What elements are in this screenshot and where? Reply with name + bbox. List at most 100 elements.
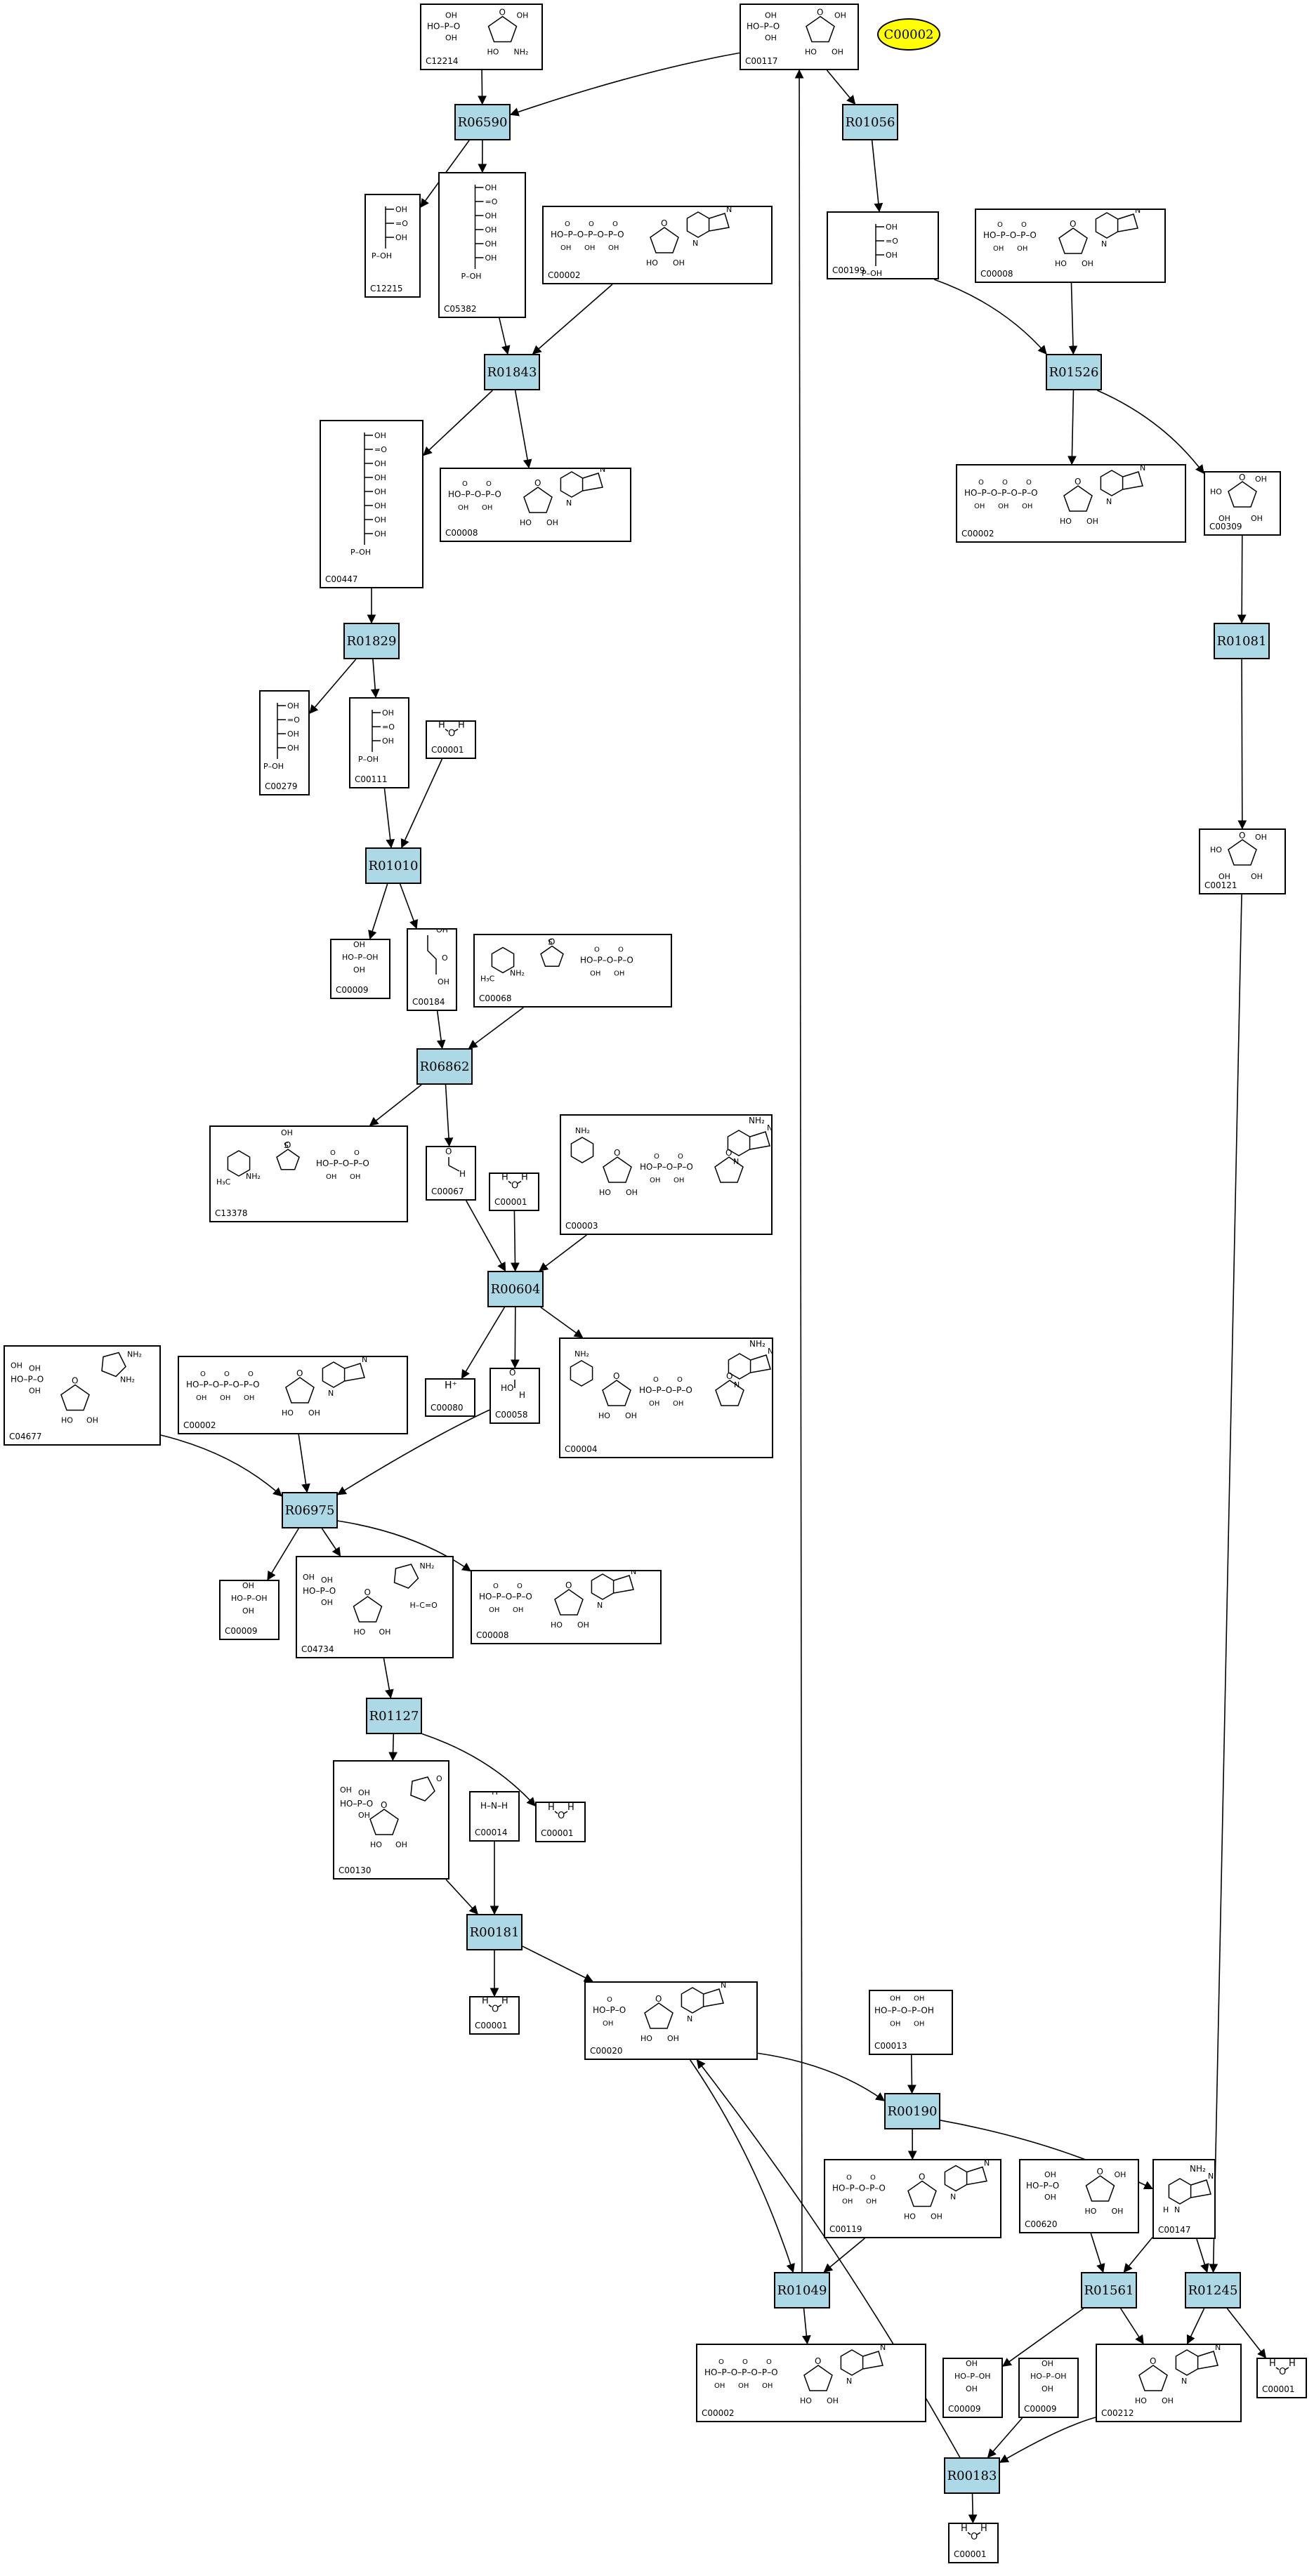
- svg-text:OH: OH: [485, 225, 497, 235]
- compound-c00002[interactable]: HO–P–O–P–O–P–OOOHOOHOOHOHOOHNH₂NNC00002: [696, 2344, 926, 2422]
- highlighted-compound-marker[interactable]: C00002: [877, 18, 940, 51]
- compound-c00008[interactable]: HO–P–O–P–OOOHOOHOHOOHNH₂NNC00008: [440, 468, 631, 542]
- atp-structure-icon: HO–P–O–P–O–P–OOOHOOHOOHOHOOHNH₂NN: [186, 1357, 367, 1418]
- svg-text:OH: OH: [667, 2034, 679, 2043]
- compound-c00020[interactable]: HO–P–OOOHOHOOHNH₂NNC00020: [584, 1981, 758, 2060]
- svg-text:N: N: [1215, 2345, 1221, 2352]
- compound-id-label: C00004: [565, 1444, 598, 1454]
- svg-text:=O: =O: [886, 237, 898, 246]
- reaction-r06975[interactable]: R06975: [282, 1492, 338, 1528]
- svg-text:HO–P–OH: HO–P–OH: [954, 2372, 991, 2381]
- reaction-r06590[interactable]: R06590: [454, 104, 511, 140]
- compound-c00002[interactable]: HO–P–O–P–O–P–OOOHOOHOOHOHOOHNH₂NNC00002: [178, 1356, 408, 1434]
- reaction-r06862[interactable]: R06862: [416, 1048, 473, 1085]
- svg-text:N: N: [726, 207, 732, 214]
- compound-c00008[interactable]: HO–P–O–P–OOOHOOHOHOOHNH₂NNC00008: [975, 209, 1166, 283]
- svg-text:O: O: [1150, 2356, 1156, 2366]
- svg-text:HO: HO: [1060, 517, 1072, 526]
- svg-text:OH: OH: [1044, 2170, 1056, 2179]
- edge-arrow: [368, 883, 388, 940]
- compound-id-label: C00309: [1209, 522, 1242, 531]
- reaction-r01561[interactable]: R01561: [1081, 2272, 1137, 2309]
- svg-text:O: O: [1070, 219, 1076, 229]
- compound-c00002[interactable]: HO–P–O–P–O–P–OOOHOOHOOHOHOOHNH₂NNC00002: [956, 464, 1186, 543]
- edge-arrow: [801, 2308, 811, 2345]
- compound-c00008[interactable]: HO–P–O–P–OOOHOOHOHOOHNH₂NNC00008: [471, 1570, 662, 1644]
- reaction-r01049[interactable]: R01049: [774, 2272, 830, 2309]
- compound-id-label: C00212: [1101, 2408, 1134, 2418]
- reaction-r00190[interactable]: R00190: [884, 2093, 940, 2129]
- reaction-r01081[interactable]: R01081: [1214, 623, 1270, 659]
- edge-arrow: [1067, 390, 1077, 465]
- svg-text:OH: OH: [196, 1394, 206, 1402]
- reaction-r01056[interactable]: R01056: [842, 104, 898, 140]
- reaction-r01010[interactable]: R01010: [365, 847, 421, 884]
- compound-c00119[interactable]: HO–P–O–P–OOOHOOHOHOOHNH₂NNC00119: [824, 2159, 1001, 2238]
- reaction-r01526[interactable]: R01526: [1046, 354, 1102, 390]
- reaction-r00604[interactable]: R00604: [487, 1271, 544, 1307]
- reaction-r01127[interactable]: R01127: [366, 1698, 422, 1734]
- reaction-r01843[interactable]: R01843: [484, 354, 540, 390]
- edge-arrow: [522, 1946, 593, 1982]
- compound-c00212[interactable]: OHOOHNH₂NNC00212: [1096, 2344, 1242, 2422]
- svg-text:NH₂: NH₂: [749, 1116, 765, 1125]
- svg-text:HO–P–O: HO–P–O: [1026, 2181, 1059, 2191]
- compound-id-label: C05382: [444, 304, 477, 314]
- svg-text:O: O: [1002, 479, 1008, 487]
- svg-text:HO–P–O–P–O: HO–P–O–P–O: [640, 1162, 693, 1172]
- svg-text:O: O: [296, 1368, 303, 1378]
- svg-text:OH: OH: [445, 34, 457, 43]
- svg-text:NH₂: NH₂: [514, 48, 529, 57]
- compound-id-label: C00117: [745, 56, 778, 66]
- svg-text:O: O: [445, 1147, 452, 1156]
- svg-text:O: O: [548, 937, 555, 947]
- svg-text:N: N: [600, 469, 605, 474]
- reaction-r01245[interactable]: R01245: [1185, 2272, 1241, 2309]
- compound-c00080[interactable]: H⁺C00080: [425, 1378, 475, 1417]
- reaction-r00183[interactable]: R00183: [944, 2457, 1000, 2494]
- compound-id-label: C00014: [475, 1828, 508, 1837]
- svg-text:=O: =O: [287, 715, 300, 725]
- reaction-r00181[interactable]: R00181: [466, 1914, 523, 1950]
- compound-c00002[interactable]: HO–P–O–P–O–P–OOOHOOHOOHOHOOHNH₂NNC00002: [542, 206, 773, 284]
- reaction-r01829[interactable]: R01829: [343, 623, 400, 659]
- svg-text:OH: OH: [650, 1177, 660, 1184]
- svg-text:O: O: [330, 1149, 336, 1157]
